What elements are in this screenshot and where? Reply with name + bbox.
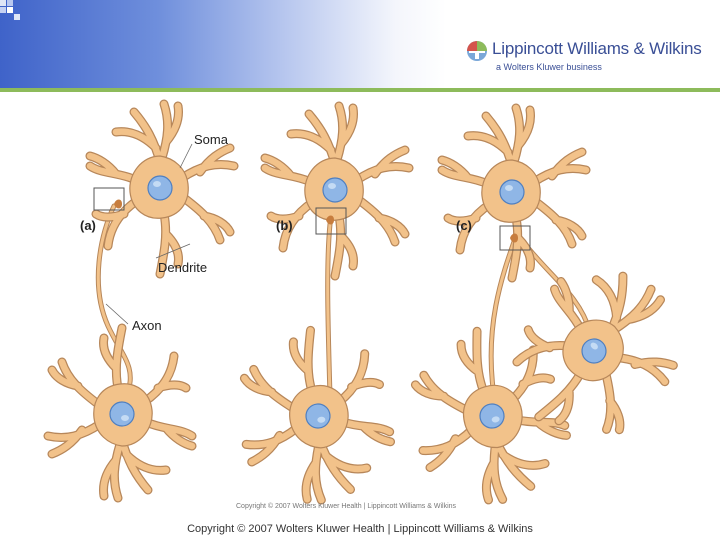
label-panel-b: (b) [276, 218, 293, 233]
inset-copyright: Copyright © 2007 Wolters Kluwer Health |… [236, 503, 457, 510]
label-soma: Soma [194, 132, 229, 147]
neuron-b-top [265, 106, 409, 276]
header-band [0, 0, 720, 88]
neuron-a-bottom [48, 328, 192, 498]
neuron-c-top [442, 108, 586, 278]
label-panel-a: (a) [80, 218, 96, 233]
publisher-tagline: a Wolters Kluwer business [496, 62, 602, 72]
leader-lines [105, 143, 193, 325]
copyright-footer: Copyright © 2007 Wolters Kluwer Health |… [187, 523, 533, 535]
publisher-name: Lippincott Williams & Wilkins [492, 39, 702, 58]
synapse-boxes [93, 187, 531, 251]
neuron-a-top [90, 104, 234, 274]
label-dendrite: Dendrite [158, 260, 207, 275]
label-panel-c: (c) [456, 218, 472, 233]
label-axon: Axon [132, 318, 162, 333]
publisher-logo-icon [467, 41, 487, 61]
neuron-b-bottom [237, 324, 395, 506]
publisher-brand: Lippincott Williams & Wilkins a Wolters … [466, 38, 716, 78]
header-rule [0, 88, 720, 92]
neuron-synapse-diagram: Soma Dendrite Axon (a) (b) (c) [30, 96, 710, 506]
